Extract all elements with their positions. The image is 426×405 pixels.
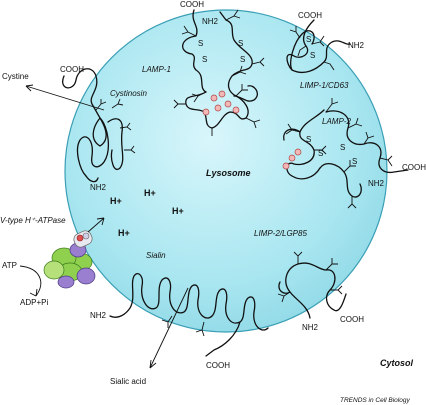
disulfide-s: S <box>240 55 245 64</box>
atpase-label: V-type H⁺-ATPase <box>0 216 66 225</box>
cystine-label: Cystine <box>2 72 29 81</box>
lamp2-label: LAMP-2 <box>322 117 351 126</box>
disulfide-s: S <box>306 135 311 144</box>
disulfide-s: S <box>340 143 345 152</box>
disulfide-bonds: S S S S S S S S S S <box>198 35 357 166</box>
disulfide-s: S <box>198 39 203 48</box>
limp1-cooh-label: COOH <box>298 11 322 20</box>
cystinosin-protein <box>62 68 136 183</box>
sialin-cooh-label: COOH <box>206 361 230 370</box>
sialin-nh2-label: NH2 <box>90 311 107 320</box>
cystinosin-cooh-label: COOH <box>60 65 84 74</box>
limp2-cooh-label: COOH <box>340 315 364 324</box>
adp-label: ADP+Pi <box>20 298 48 307</box>
limp2-nh2-label: NH2 <box>302 323 319 332</box>
limp1-protein <box>286 19 351 74</box>
proton-label: H+ <box>118 228 130 238</box>
lamp2-protein <box>282 98 409 209</box>
sialin-protein <box>109 272 269 357</box>
cystinosin-nh2-label: NH2 <box>90 183 107 192</box>
lamp2-cooh-label: COOH <box>402 163 426 172</box>
lamp1-protein <box>173 9 265 136</box>
lysosome-label: Lysosome <box>206 168 251 178</box>
limp1-label: LIMP-1/CD63 <box>300 81 349 90</box>
source-credit: TRENDS in Cell Biology <box>340 397 410 404</box>
limp1-nh2-label: NH2 <box>348 41 365 50</box>
disulfide-s: S <box>310 51 315 60</box>
sialin-label: Sialin <box>146 251 166 260</box>
disulfide-s: S <box>318 149 323 158</box>
proton-label: H+ <box>144 188 156 198</box>
disulfide-s: S <box>352 157 357 166</box>
atp-label: ATP <box>2 261 17 270</box>
lamp1-cooh-label: COOH <box>180 0 204 9</box>
proton-label: H+ <box>110 196 122 206</box>
limp2-protein <box>277 251 347 319</box>
proton-label: H+ <box>172 206 184 216</box>
disulfide-s: S <box>238 39 243 48</box>
transport-arrows <box>19 84 189 369</box>
lysosome-lumen <box>64 9 388 333</box>
disulfide-s: S <box>306 35 311 44</box>
disulfide-s: S <box>202 55 207 64</box>
lamp1-label: LAMP-1 <box>142 65 171 74</box>
cytosol-label: Cytosol <box>380 358 414 368</box>
cystinosin-label: Cystinosin <box>110 89 147 98</box>
sialic-acid-label: Sialic acid <box>110 377 146 386</box>
lamp1-nh2-label: NH2 <box>202 17 219 26</box>
atpase-complex <box>43 230 96 289</box>
lamp2-nh2-label: NH2 <box>368 179 385 188</box>
limp2-label: LIMP-2/LGP85 <box>254 229 307 238</box>
